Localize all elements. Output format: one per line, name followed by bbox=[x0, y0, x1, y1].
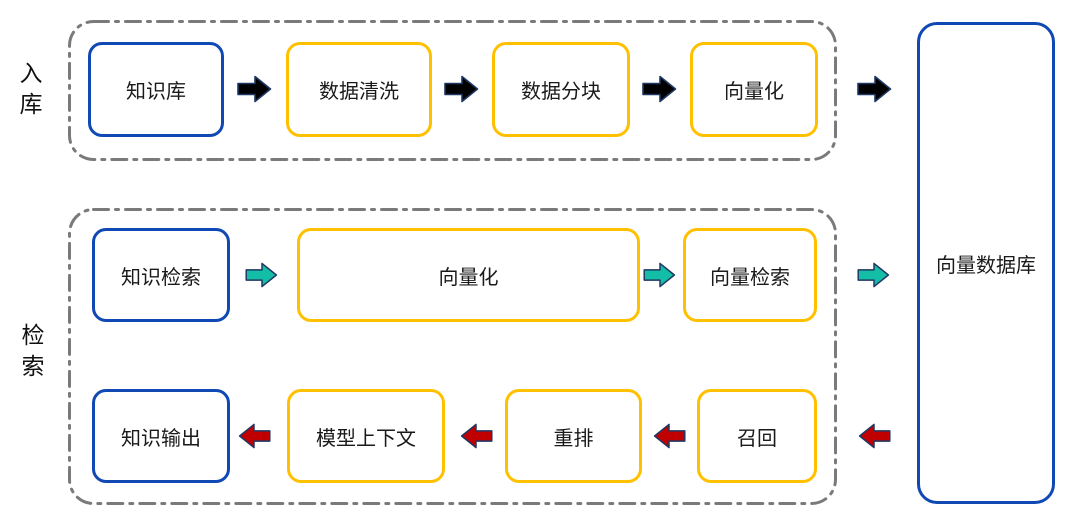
left-arrow-icon bbox=[858, 423, 891, 449]
node-label: 知识库 bbox=[126, 81, 186, 103]
node-label: 数据清洗 bbox=[319, 81, 399, 103]
node-knowledge-output: 知识输出 bbox=[92, 389, 230, 483]
ingest-section-label: 入库 bbox=[19, 60, 43, 118]
right-arrow-icon bbox=[237, 75, 272, 103]
left-arrow-icon bbox=[238, 423, 271, 449]
arrow-shape bbox=[245, 262, 278, 288]
arrow-shape bbox=[857, 75, 892, 103]
arrow-shape bbox=[858, 423, 891, 449]
right-arrow-icon bbox=[444, 75, 479, 103]
node-vector-search: 向量检索 bbox=[683, 228, 817, 322]
node-rerank: 重排 bbox=[505, 389, 642, 483]
arrow-shape bbox=[444, 75, 479, 103]
arrow-shape bbox=[857, 262, 890, 288]
node-knowledge-retrieval: 知识检索 bbox=[92, 228, 230, 322]
right-arrow-icon bbox=[857, 75, 892, 103]
arrow-shape bbox=[237, 75, 272, 103]
arrow-shape bbox=[460, 423, 493, 449]
node-label: 知识检索 bbox=[121, 266, 201, 289]
node-data-chunking: 数据分块 bbox=[492, 42, 630, 137]
node-label: 向量化 bbox=[724, 81, 784, 103]
right-arrow-icon bbox=[245, 262, 278, 288]
node-label: 知识输出 bbox=[121, 427, 201, 450]
node-vector-database: 向量数据库 bbox=[917, 22, 1055, 504]
node-vectorize-query: 向量化 bbox=[297, 228, 640, 322]
arrow-shape bbox=[642, 75, 677, 103]
left-arrow-icon bbox=[653, 423, 686, 449]
node-label: 数据分块 bbox=[521, 81, 601, 103]
node-label: 向量检索 bbox=[710, 266, 790, 289]
left-arrow-icon bbox=[460, 423, 493, 449]
node-model-context: 模型上下文 bbox=[287, 389, 445, 483]
node-knowledge-base: 知识库 bbox=[88, 42, 224, 137]
right-arrow-icon bbox=[642, 75, 677, 103]
ingest-group-outline bbox=[68, 20, 837, 161]
node-vectorize-ingest: 向量化 bbox=[690, 42, 818, 137]
node-label: 召回 bbox=[737, 427, 777, 450]
node-recall: 召回 bbox=[697, 389, 817, 483]
arrow-shape bbox=[653, 423, 686, 449]
node-label: 模型上下文 bbox=[316, 427, 416, 450]
right-arrow-icon bbox=[643, 262, 676, 288]
node-data-cleaning: 数据清洗 bbox=[286, 42, 432, 137]
arrow-shape bbox=[238, 423, 271, 449]
arrow-shape bbox=[643, 262, 676, 288]
retrieval-group-outline bbox=[68, 208, 837, 505]
retrieval-section-label: 检索 bbox=[21, 322, 45, 380]
node-label: 向量化 bbox=[438, 266, 499, 289]
node-label: 向量数据库 bbox=[936, 254, 1036, 277]
right-arrow-icon bbox=[857, 262, 890, 288]
node-label: 重排 bbox=[553, 427, 594, 450]
